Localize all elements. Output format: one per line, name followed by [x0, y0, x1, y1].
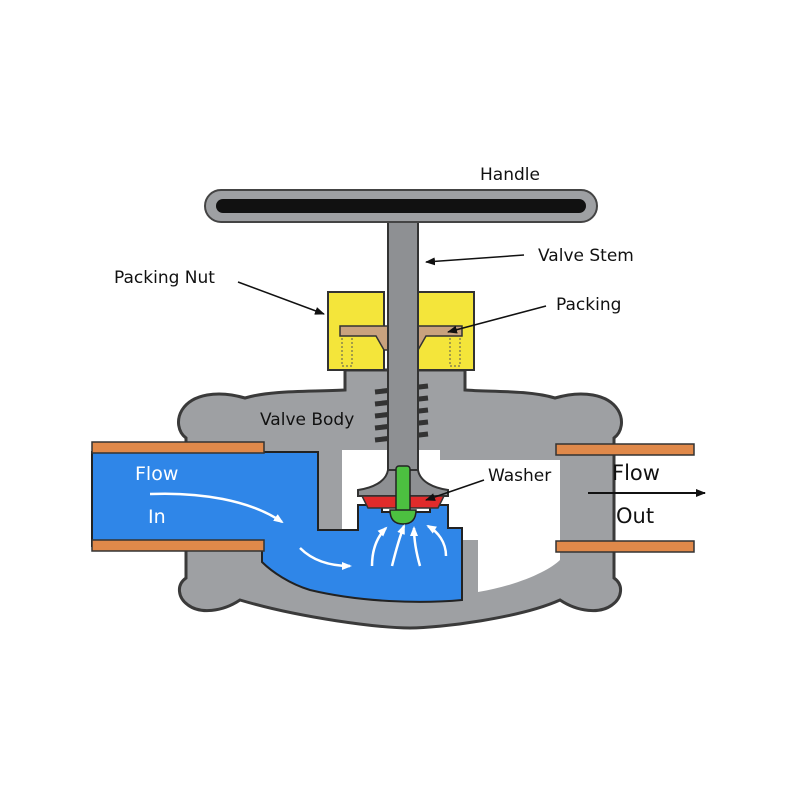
flow-arrow-4	[390, 524, 406, 567]
valve-stem	[387, 217, 419, 479]
label-flow-in-line1: Flow	[135, 463, 178, 485]
pipe-outlet-top	[555, 443, 695, 456]
text-labels: Handle Valve Stem Packing Nut Packing Va…	[114, 165, 660, 528]
pipes	[91, 441, 695, 553]
leader-packing	[447, 305, 547, 334]
pipe-inlet-bottom	[91, 539, 265, 552]
washer-screw	[395, 465, 411, 515]
handle-slot	[216, 199, 586, 213]
leader-washer	[425, 479, 485, 501]
flow-arrow-2	[299, 547, 352, 570]
label-flow-out-line1: Flow	[612, 461, 660, 485]
label-valve-body: Valve Body	[260, 410, 354, 430]
label-valve-stem: Valve Stem	[538, 246, 634, 266]
disc-assembly	[357, 465, 449, 525]
flow-arrow-5	[410, 526, 422, 567]
handle	[204, 189, 598, 223]
label-packing: Packing	[556, 295, 621, 315]
flow-arrows	[149, 492, 448, 570]
flow-arrow-6	[426, 524, 448, 557]
label-washer: Washer	[488, 466, 551, 486]
leader-packing-nut	[237, 281, 325, 315]
label-handle: Handle	[480, 165, 540, 185]
label-flow-out-line2: Out	[616, 504, 654, 528]
label-flow-in-line2: In	[148, 506, 166, 528]
pipe-outlet-bottom	[555, 540, 695, 553]
washer-screw-head	[389, 509, 417, 525]
flow-arrow-3	[370, 526, 388, 567]
label-packing-nut: Packing Nut	[114, 268, 215, 288]
leader-valve-stem	[425, 254, 525, 266]
flow-arrow-1	[149, 492, 284, 524]
leader-lines	[237, 254, 706, 501]
pipe-inlet-top	[91, 441, 265, 454]
